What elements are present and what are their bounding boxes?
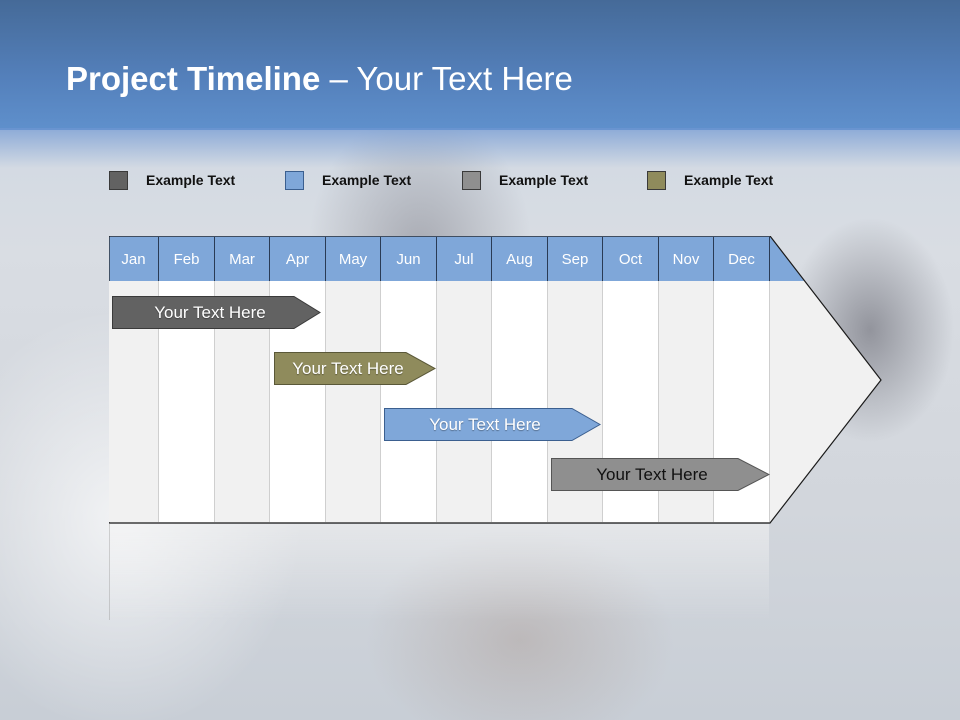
legend-item: Example Text bbox=[462, 170, 588, 190]
month-header-feb: Feb bbox=[159, 237, 215, 281]
legend-item: Example Text bbox=[285, 170, 411, 190]
title-banner bbox=[0, 0, 960, 130]
month-header-may: May bbox=[326, 237, 381, 281]
title-bold: Project Timeline bbox=[66, 60, 321, 97]
month-header-nov: Nov bbox=[659, 237, 714, 281]
legend-label: Example Text bbox=[146, 172, 236, 188]
month-header-dec: Dec bbox=[714, 237, 770, 281]
month-header-jun: Jun bbox=[381, 237, 437, 281]
task-bar-label: Your Text Here bbox=[154, 302, 266, 322]
task-bar[interactable]: Your Text Here bbox=[112, 296, 321, 329]
month-header-sep: Sep bbox=[548, 237, 603, 281]
task-bar-label: Your Text Here bbox=[292, 358, 404, 378]
month-column bbox=[437, 281, 492, 522]
task-bar-label: Your Text Here bbox=[429, 414, 541, 434]
month-column bbox=[381, 281, 437, 522]
month-header-jan: Jan bbox=[109, 237, 159, 281]
task-bar[interactable]: Your Text Here bbox=[274, 352, 436, 385]
banner-fade bbox=[0, 128, 960, 168]
month-header-apr: Apr bbox=[270, 237, 326, 281]
pentagon-arrow-icon bbox=[551, 458, 770, 491]
month-column bbox=[492, 281, 548, 522]
month-header-mar: Mar bbox=[215, 237, 270, 281]
pentagon-arrow-icon bbox=[112, 296, 321, 329]
legend-item: Example Text bbox=[647, 170, 773, 190]
pentagon-arrow-icon bbox=[384, 408, 601, 441]
legend-swatch-blue bbox=[285, 170, 304, 190]
task-bar[interactable]: Your Text Here bbox=[384, 408, 601, 441]
legend-swatch-dark-gray bbox=[109, 170, 128, 190]
task-bar[interactable]: Your Text Here bbox=[551, 458, 770, 491]
page-title: Project Timeline – Your Text Here bbox=[66, 60, 573, 98]
legend-label: Example Text bbox=[322, 172, 412, 188]
timeline-reflection bbox=[109, 524, 769, 620]
month-header-oct: Oct bbox=[603, 237, 659, 281]
legend-label: Example Text bbox=[684, 172, 774, 188]
legend-item: Example Text bbox=[109, 170, 235, 190]
title-subtitle: – Your Text Here bbox=[320, 60, 573, 97]
legend-label: Example Text bbox=[499, 172, 589, 188]
task-bar-label: Your Text Here bbox=[596, 464, 708, 484]
legend-swatch-olive bbox=[647, 170, 666, 190]
month-header-aug: Aug bbox=[492, 237, 548, 281]
legend-swatch-gray bbox=[462, 170, 481, 190]
pentagon-arrow-icon bbox=[274, 352, 436, 385]
month-header-jul: Jul bbox=[437, 237, 492, 281]
month-column bbox=[326, 281, 381, 522]
